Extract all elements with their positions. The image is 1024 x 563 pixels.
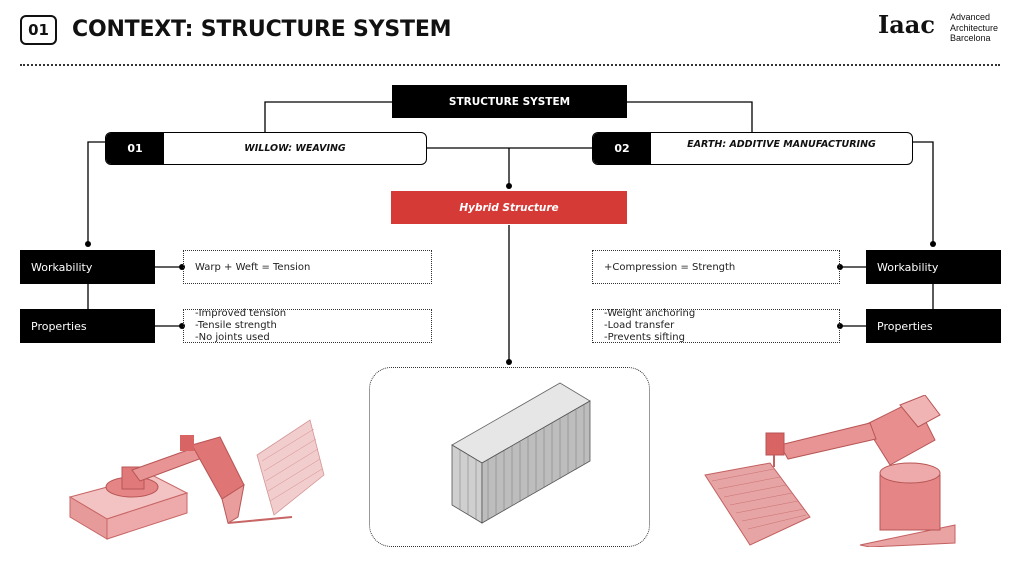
right-property-item: -Load transfer	[604, 320, 675, 331]
right-property-item: -Prevents sifting	[604, 332, 685, 343]
left-workability-label: Workability	[20, 250, 155, 284]
left-property-item: -No joints used	[195, 332, 270, 343]
right-workability-label: Workability	[866, 250, 1001, 284]
page-number: 01	[20, 15, 57, 45]
branch-label-willow: WILLOW: WEAVING	[244, 143, 346, 154]
left-properties-label: Properties	[20, 309, 155, 343]
willow-weaving-box: 01 WILLOW: WEAVING	[105, 132, 427, 165]
page-title: CONTEXT: STRUCTURE SYSTEM	[72, 17, 452, 42]
branch-label-earth: EARTH: ADDITIVE MANUFACTURING	[687, 139, 876, 150]
iaac-logo: Iaac	[878, 10, 935, 39]
branch-number-02: 02	[593, 133, 651, 164]
weaving-robot-image	[68, 419, 325, 540]
printed-earth-wall-image	[451, 382, 591, 524]
right-property-item: -Weight anchoring	[604, 308, 696, 319]
left-property-item: -Improved tension	[195, 308, 287, 319]
left-property-item: -Tensile strength	[195, 320, 277, 331]
left-properties-list: -Improved tension -Tensile strength -No …	[183, 308, 432, 343]
additive-robot-image	[704, 395, 956, 547]
earth-additive-box: 02 EARTH: ADDITIVE MANUFACTURING	[592, 132, 913, 165]
hybrid-structure-box: Hybrid Structure	[391, 191, 627, 224]
logo-mark-text: Iaac	[878, 10, 935, 39]
header-divider	[20, 64, 1000, 66]
branch-number-01: 01	[106, 133, 164, 164]
hybrid-structure-image-frame	[369, 367, 650, 547]
logo-text: Advanced Architecture Barcelona	[950, 12, 999, 43]
structure-system-box: STRUCTURE SYSTEM	[392, 85, 627, 118]
right-properties-label: Properties	[866, 309, 1001, 343]
left-workability-text: Warp + Weft = Tension	[183, 250, 432, 284]
right-properties-list: -Weight anchoring -Load transfer -Preven…	[592, 308, 840, 343]
right-workability-text: +Compression = Strength	[592, 250, 840, 284]
